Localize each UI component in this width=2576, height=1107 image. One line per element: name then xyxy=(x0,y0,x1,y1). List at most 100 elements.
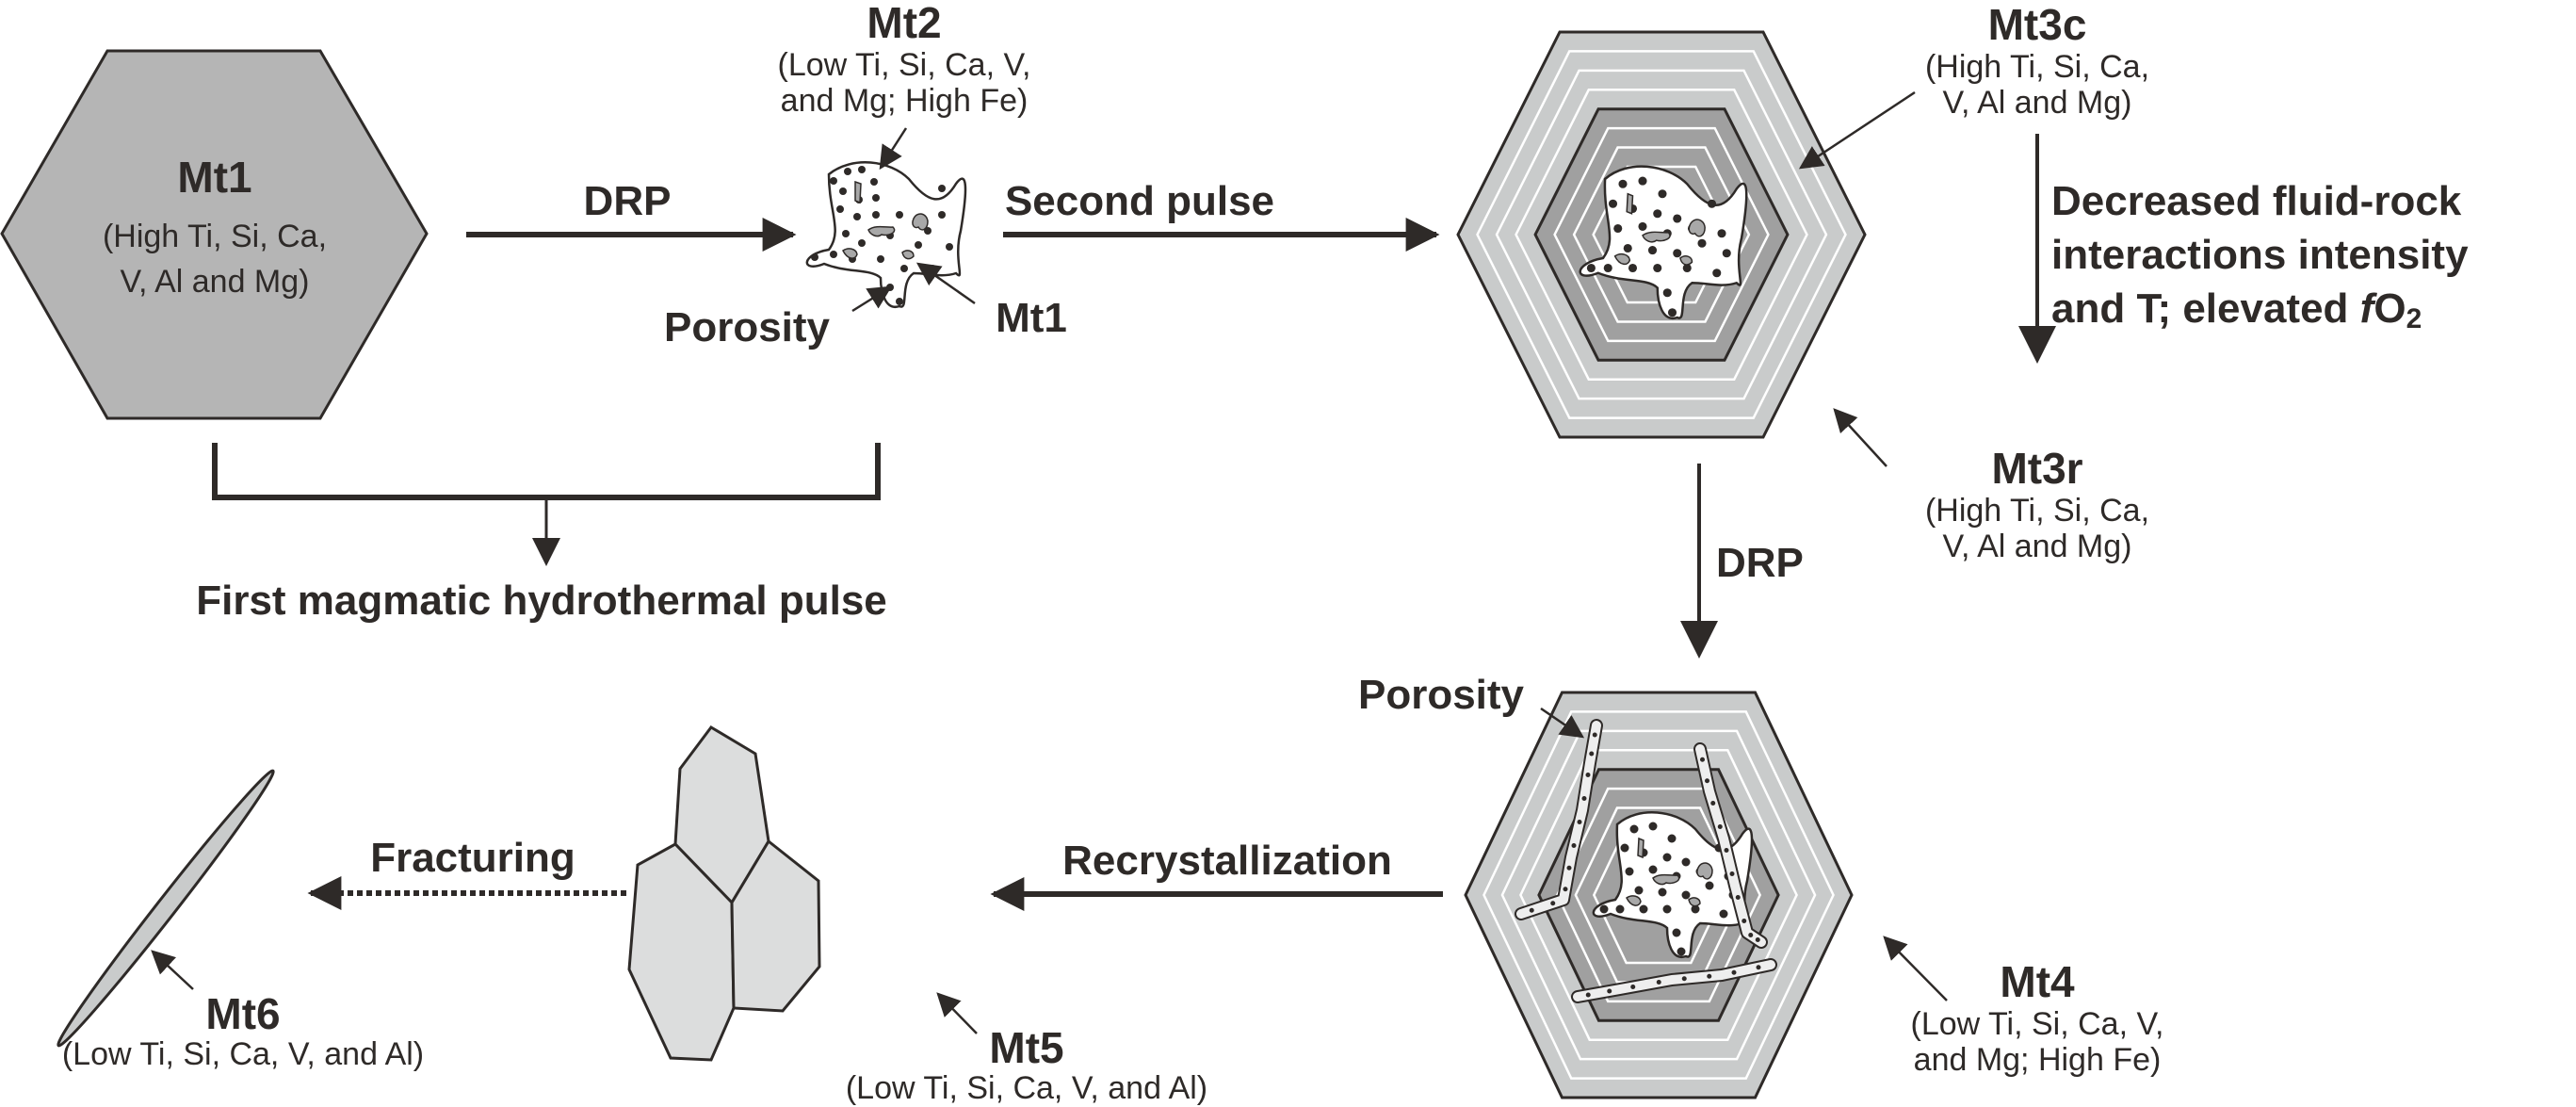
relict-inclusion xyxy=(1613,252,1631,266)
relict-inclusion xyxy=(1679,255,1693,266)
mt4-vein-left xyxy=(1515,719,1603,920)
porosity-dot xyxy=(877,255,884,263)
porosity-dot xyxy=(853,213,861,220)
porosity-dot xyxy=(842,230,850,237)
porosity-dot xyxy=(1566,865,1572,871)
mt5-label: Mt5 xyxy=(989,1023,1063,1072)
recrystallization-label: Recrystallization xyxy=(1062,838,1392,884)
porosity-dot xyxy=(938,211,946,219)
porosity-dot xyxy=(1673,214,1682,223)
porosity-dot xyxy=(1563,887,1568,892)
porosity-dot xyxy=(1735,895,1741,900)
conditions-label-line2: interactions intensity xyxy=(2051,232,2469,278)
porosity-dot xyxy=(872,194,880,202)
porosity-dot xyxy=(1648,865,1658,874)
first-pulse-bracket-line xyxy=(212,443,881,500)
growth-band xyxy=(1572,146,1751,323)
mt6-ellipse xyxy=(57,769,275,1048)
porosity-dot xyxy=(1755,937,1760,942)
drp-label-1: DRP xyxy=(584,178,672,224)
porosity-dot xyxy=(1589,751,1595,757)
porosity-dot xyxy=(1682,263,1692,273)
porosity-dot xyxy=(1756,965,1761,970)
mt6-description: (Low Ti, Si, Ca, V, and Al) xyxy=(62,1036,424,1072)
mt5-grain-right xyxy=(730,838,821,1013)
mt2-porosity-dots xyxy=(811,166,953,305)
fracturing-arrow: Fracturing xyxy=(307,835,626,910)
relict-inclusion xyxy=(1652,873,1680,886)
porosity-dot xyxy=(1625,867,1634,876)
mt2-inclusion xyxy=(854,180,862,204)
porosity-dot xyxy=(938,185,946,192)
porosity-dot xyxy=(1607,988,1612,994)
mt2-inclusion xyxy=(912,213,929,231)
growth-band xyxy=(1500,729,1817,1061)
porosity-dot xyxy=(1712,269,1722,278)
porosity-dot xyxy=(1638,176,1647,186)
porosity-dot xyxy=(1577,820,1582,824)
mt3c-pointer xyxy=(1798,90,1916,170)
porosity-dot xyxy=(1707,199,1717,208)
mt2-description-line1: (Low Ti, Si, Ca, V, xyxy=(778,47,1031,83)
growth-band xyxy=(1476,50,1847,419)
porosity-dot xyxy=(1710,801,1716,806)
porosity-dot xyxy=(1639,904,1648,914)
mt6-pointer xyxy=(151,950,194,990)
porosity-dot xyxy=(1623,243,1632,253)
porosity-dot xyxy=(896,298,903,305)
growth-band xyxy=(1592,165,1731,304)
porosity-dot xyxy=(1603,263,1612,273)
mt2-inclusion xyxy=(901,250,915,260)
mt2-label: Mt2 xyxy=(867,0,941,47)
porosity-dot xyxy=(1529,907,1534,913)
mt2-inclusion xyxy=(842,248,858,259)
mt3c-description-line2: V, Al and Mg) xyxy=(1943,85,2132,121)
porosity-dot xyxy=(1658,887,1667,897)
porosity-dot xyxy=(1681,890,1691,900)
conditions-label-line1: Decreased fluid-rock xyxy=(2051,178,2462,224)
mt4-label: Mt4 xyxy=(2000,957,2075,1006)
porosity-dot xyxy=(1653,209,1662,219)
porosity-dot xyxy=(839,187,847,195)
mt1-description-line2: V, Al and Mg) xyxy=(121,264,310,300)
mt3c-description-line1: (High Ti, Si, Ca, xyxy=(1925,49,2149,85)
porosity-dot xyxy=(1700,757,1705,762)
porosity-dot xyxy=(900,265,908,272)
porosity-dot xyxy=(870,178,878,186)
porosity-dot xyxy=(1667,308,1677,317)
porosity-dot xyxy=(1550,901,1556,906)
mt2-grain: Mt2 (Low Ti, Si, Ca, V, and Mg; High Fe)… xyxy=(664,0,1067,350)
porosity-dot xyxy=(1586,263,1596,273)
porosity-dot xyxy=(1608,199,1618,208)
relict-inclusion xyxy=(1696,862,1713,880)
mt4-porosity-pointer xyxy=(1540,707,1585,739)
porosity-dot xyxy=(1673,249,1682,258)
drp-arrow-2: DRP xyxy=(1680,464,1804,659)
porosity-dot xyxy=(1707,973,1712,979)
porosity-dot xyxy=(1571,843,1577,848)
porosity-dot xyxy=(1691,904,1700,914)
porosity-dot xyxy=(811,253,818,261)
porosity-dot xyxy=(1731,969,1737,975)
mt5-description: (Low Ti, Si, Ca, V, and Al) xyxy=(846,1070,1207,1106)
porosity-dot xyxy=(1647,246,1658,255)
porosity-dot xyxy=(1615,904,1625,914)
porosity-dot xyxy=(1662,904,1672,914)
mt3r-description-line1: (High Ti, Si, Ca, xyxy=(1925,493,2149,529)
mt3c-annotation: Mt3c (High Ti, Si, Ca, V, Al and Mg) xyxy=(1798,0,2149,170)
porosity-dot xyxy=(1722,249,1731,258)
vein-fill xyxy=(1573,960,1775,1001)
mt4-description-line1: (Low Ti, Si, Ca, V, xyxy=(1911,1006,2164,1042)
mt4-vein-right xyxy=(1693,742,1768,949)
porosity-dot xyxy=(844,168,851,175)
mt1-hexagon xyxy=(0,49,429,420)
relict-inclusion xyxy=(1637,837,1644,859)
porosity-dot xyxy=(1585,992,1591,998)
porosity-dot xyxy=(1662,853,1672,862)
porosity-dot xyxy=(1705,881,1714,890)
growth-band xyxy=(1482,710,1835,1080)
porosity-dot xyxy=(872,211,880,219)
mt1-label: Mt1 xyxy=(177,153,251,202)
mt4-crystal xyxy=(1464,691,1854,1099)
porosity-dot xyxy=(1620,843,1629,853)
